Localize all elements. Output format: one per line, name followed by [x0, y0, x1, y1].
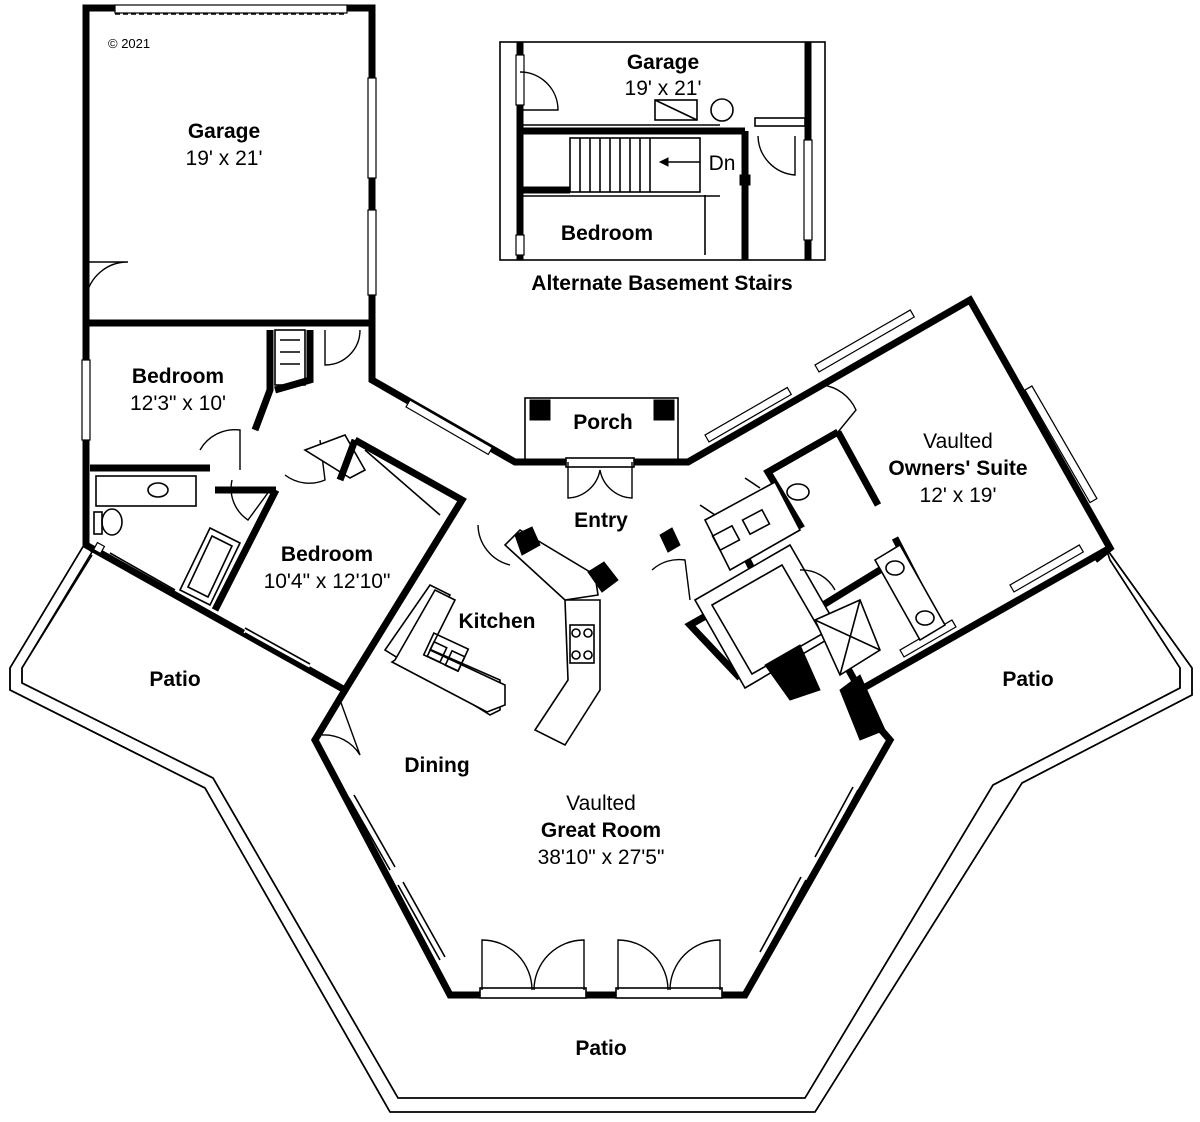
dining-name: Dining	[404, 754, 469, 777]
owners-suite-size: 12' x 19'	[920, 484, 997, 507]
inset-caption: Alternate Basement Stairs	[531, 272, 792, 295]
inset-bedroom-name: Bedroom	[561, 222, 653, 245]
patio-outline	[9, 543, 1193, 1113]
kitchen	[383, 524, 619, 747]
patio-left-name: Patio	[149, 668, 200, 691]
porch-name: Porch	[573, 411, 633, 434]
great-room-size: 38'10" x 27'5"	[538, 846, 665, 869]
bedroom-2-name: Bedroom	[281, 543, 373, 566]
great-room-name: Great Room	[541, 819, 661, 842]
great-room-prefix: Vaulted	[566, 792, 636, 815]
owners-suite-name: Owners' Suite	[888, 457, 1027, 480]
kitchen-name: Kitchen	[458, 610, 535, 633]
owners-suite	[651, 384, 1112, 741]
bedroom-1-name: Bedroom	[132, 365, 224, 388]
great-room	[310, 688, 895, 999]
garage-name: Garage	[188, 120, 260, 143]
inset-garage-name: Garage	[627, 51, 699, 74]
garage	[82, 4, 377, 320]
inset-garage-size: 19' x 21'	[625, 77, 702, 100]
bedroom-1-size: 12'3" x 10'	[130, 392, 226, 415]
patio-right-name: Patio	[1002, 668, 1053, 691]
garage-size: 19' x 21'	[186, 147, 263, 170]
inset-alternate-stairs	[499, 41, 826, 261]
porch-entry	[405, 309, 916, 499]
bedroom-2-size: 10'4" x 12'10"	[264, 570, 391, 593]
entry-name: Entry	[574, 509, 628, 532]
patio-bottom-name: Patio	[575, 1037, 626, 1060]
inset-stairs-down-label: Dn	[709, 152, 736, 175]
owners-suite-prefix: Vaulted	[923, 430, 993, 453]
copyright-text: © 2021	[108, 36, 150, 51]
